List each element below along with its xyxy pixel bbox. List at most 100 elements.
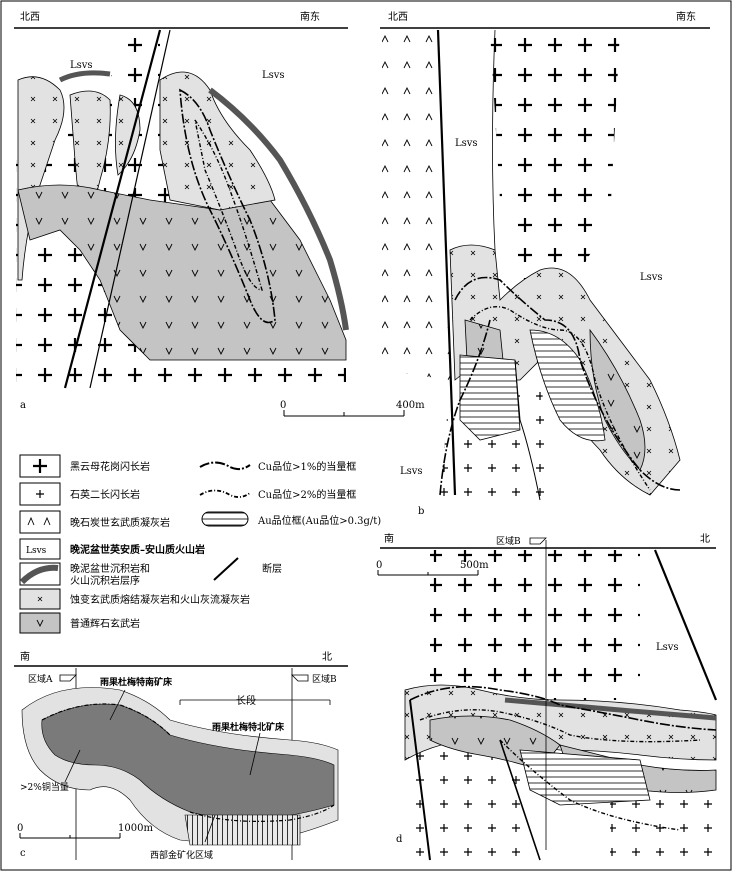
legend: Lsvs 黑云母花岗闪长岩 石英二长闪长岩 晚石炭世玄武质凝灰岩 晚泥盆世英安质… — [19, 454, 381, 634]
panel-c-gold-zone — [184, 814, 301, 846]
panel-b-lsvs-top: Lsvs — [455, 138, 478, 149]
legend-swatch-v-grey — [19, 612, 61, 634]
panel-d-fault-mid — [499, 739, 541, 861]
panel-c-dir-left: 南 — [20, 650, 30, 663]
panel-d-fault-right — [653, 549, 718, 701]
panel-c-zone-a-flag — [59, 674, 77, 682]
panel-d-cu2-shell-lower — [499, 739, 681, 831]
panel-d-scale-end: 500m — [460, 560, 489, 571]
panel-b-cu1-shell — [454, 276, 681, 491]
panel-b-dir-right: 南东 — [676, 10, 696, 23]
panel-c-dir-right: 北 — [322, 651, 332, 663]
panel-d-small-plus-left — [405, 740, 530, 860]
panel-a-lsvs-2: Lsvs — [262, 70, 285, 81]
panel-d-au-zone — [519, 749, 651, 806]
panel-d-lsvs: Lsvs — [656, 642, 679, 653]
panel-c-leader-cu — [64, 749, 81, 783]
legend-caret-icon — [27, 516, 51, 526]
panel-a-dir-right: 南东 — [300, 10, 320, 23]
panel-b-contact-1 — [492, 29, 496, 251]
legend-item-5: 蚀变玄武质熔结凝灰岩和火山灰流凝灰岩 — [70, 593, 250, 606]
panel-c-gold-zone-label: 西部金矿化区域 — [150, 849, 213, 861]
panel-c-deposit-south: 雨果杜梅特南矿床 — [100, 676, 173, 688]
legend-lsvs-text: Lsvs — [26, 546, 47, 556]
panel-a-lsvs-1: Lsvs — [70, 60, 93, 71]
panel-b-fault — [436, 29, 457, 496]
panel-b-au-zone-2 — [529, 329, 606, 442]
legend-item-0: 黑云母花岗闪长岩 — [70, 460, 150, 473]
legend-cu1-text: Cu品位>1%的当量框 — [258, 460, 356, 473]
panel-b-lsvs-right: Lsvs — [640, 272, 663, 283]
panel-c-zone-b-flag — [291, 674, 309, 682]
panel-b-dir-left: 北西 — [388, 11, 408, 23]
legend-fault-line — [213, 557, 239, 581]
panel-d-cu1-shell — [409, 685, 717, 731]
legend-item-6: 普通辉石玄武岩 — [70, 617, 140, 630]
panel-a: 北西 南东 Lsvs Lsvs a — [14, 10, 349, 411]
panel-c-deposit-north: 雨果杜梅特北矿床 — [212, 721, 285, 733]
panel-d-fault-left — [409, 699, 431, 861]
panel-a-sediment-band — [208, 87, 349, 331]
legend-item-4-line1: 晚泥盆世沉积岩和 — [70, 562, 150, 575]
panel-d-zone-b-flag — [529, 537, 547, 545]
panel-d-cu2-shell — [419, 709, 701, 743]
legend-cu2-text: Cu品位>2%的当量框 — [258, 488, 356, 501]
legend-x-icon — [37, 596, 43, 602]
legend-item-4-line2: 火山沉积岩层序 — [70, 574, 140, 587]
panel-d-dir-right: 北 — [700, 533, 710, 545]
panel-d-zone-b: 区域B — [496, 535, 521, 547]
panel-b: 北西 南东 Lsvs Lsvs Lsvs b 0 400m — [280, 10, 710, 517]
legend-swatch-caret — [19, 510, 61, 534]
panel-b-au-zone-1 — [459, 354, 521, 441]
panel-a-x-tongue-1 — [17, 76, 65, 281]
panel-c-leader-south — [109, 689, 126, 721]
panel-b-contact-2 — [514, 359, 541, 501]
legend-swatch-lsvs — [19, 538, 61, 560]
panel-d-granodiorite — [430, 550, 640, 700]
panel-a-dir-left: 北西 — [20, 11, 40, 23]
legend-sediment-band-icon — [19, 564, 59, 585]
panel-d: 南 北 区域B Lsvs d 0 — [376, 532, 718, 861]
panel-c-zone-a: 区域A — [28, 673, 53, 685]
panel-b-cu2-shell — [469, 306, 651, 491]
panel-d-label: d — [396, 834, 403, 845]
legend-fault-text: 断层 — [262, 562, 282, 575]
panel-c-section-long: 长段 — [236, 694, 256, 707]
panel-c-scale-zero: 0 — [17, 823, 23, 834]
panel-b-scale-zero: 0 — [280, 400, 286, 411]
panel-b-v-body-2 — [589, 328, 646, 471]
panel-a-fault-2 — [89, 29, 171, 389]
panel-b-caret-zone — [382, 30, 450, 380]
panel-a-x-tongue-3 — [115, 94, 141, 176]
panel-d-lsvs-region — [640, 550, 716, 690]
legend-small-plus-icon — [36, 490, 44, 498]
legend-v-icon — [36, 619, 44, 628]
panel-d-scale-zero: 0 — [376, 560, 382, 571]
panel-c-label: c — [20, 848, 26, 859]
panel-c-leader-north — [249, 732, 261, 776]
legend-item-3: 晚泥盆世英安质–安山质火山岩 — [70, 543, 205, 556]
panel-b-cu1-shell-left — [439, 319, 491, 496]
panel-a-fault-1 — [63, 29, 162, 389]
panel-a-v-basalt — [17, 184, 347, 361]
legend-au-text: Au品位框(Au品位>0.3g/t) — [257, 514, 381, 527]
panel-b-lsvs-bottom: Lsvs — [400, 466, 423, 477]
panel-a-x-body-right — [159, 71, 276, 211]
panel-c-cu2-outline — [41, 703, 171, 736]
legend-cu2-line — [199, 489, 251, 498]
legend-item-1: 石英二长闪长岩 — [70, 488, 140, 501]
panel-a-label: a — [20, 400, 26, 411]
legend-cu1-line — [199, 461, 251, 471]
panel-d-sediment-band — [504, 697, 717, 721]
panel-b-scale-end: 400m — [396, 400, 425, 411]
panel-c-leader-gold — [204, 814, 216, 843]
panel-c-scale-end: 1000m — [118, 823, 153, 834]
legend-au-swatch — [201, 511, 249, 527]
panel-b-granodiorite — [490, 30, 620, 300]
panel-a-cu1-shell — [179, 88, 276, 324]
legend-item-2: 晚石炭世玄武质凝灰岩 — [70, 516, 170, 529]
panel-c-high-grade-body — [41, 703, 335, 819]
panel-c: 南 北 区域A 区域B 长段 雨果杜梅特南矿床 雨果杜梅特北矿床 >2%铜当量 … — [14, 650, 348, 861]
